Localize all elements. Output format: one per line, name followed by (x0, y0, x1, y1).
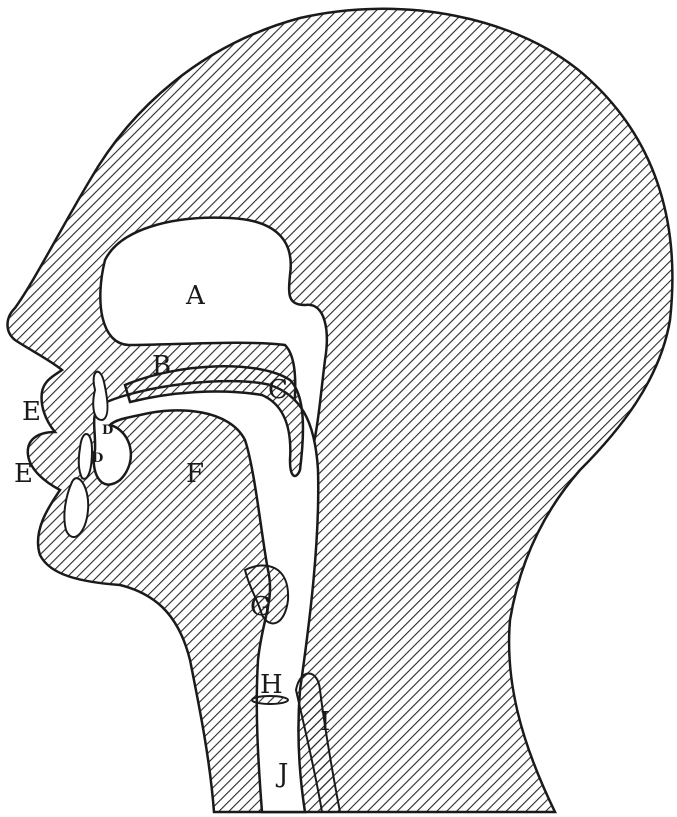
label-B: B (152, 351, 171, 381)
label-C: C (268, 375, 288, 405)
label-J: J (275, 759, 288, 789)
label-H: H (260, 670, 283, 700)
label-F: F (186, 459, 204, 489)
label-E-upper: E (22, 397, 41, 427)
label-A: A (185, 281, 206, 311)
label-I: I (320, 707, 330, 737)
label-G: G (250, 592, 271, 622)
label-D-upper: D (102, 423, 113, 438)
label-D-lower: D (92, 451, 103, 466)
lower-tooth (79, 434, 92, 479)
label-E-lower: E (14, 459, 33, 489)
